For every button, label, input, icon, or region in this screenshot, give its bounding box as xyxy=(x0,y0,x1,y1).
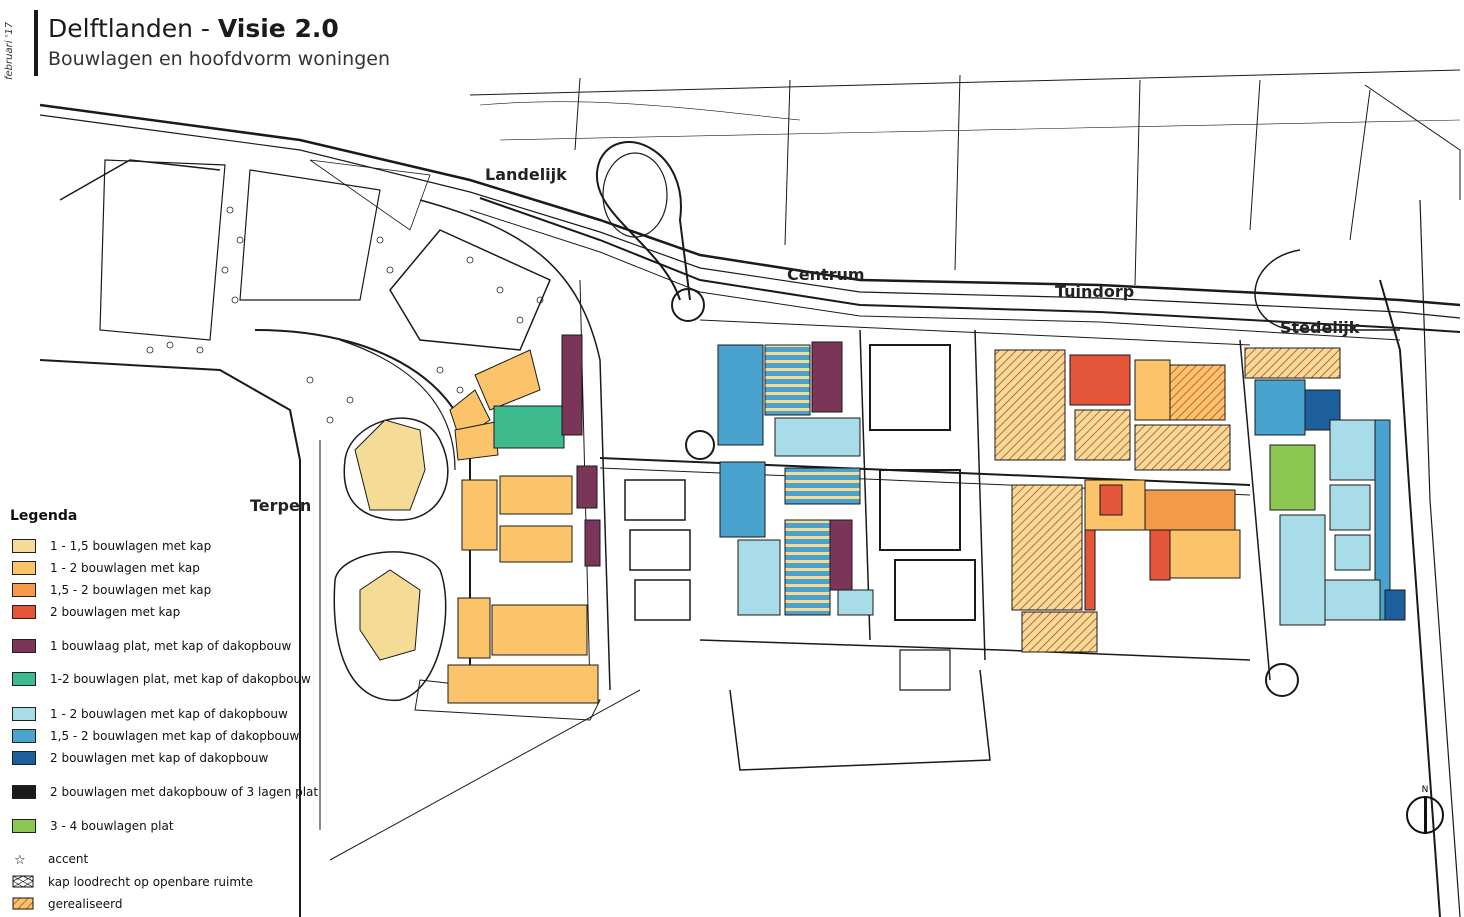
legend-symbol-item: ☆ accent xyxy=(12,851,88,867)
legend-item: 1,5 - 2 bouwlagen met kap of dakopbouw xyxy=(12,728,299,744)
tree-dots xyxy=(146,206,544,424)
hatched-swatch-icon xyxy=(12,897,34,910)
legend-item: 1 - 1,5 bouwlagen met kap xyxy=(12,538,211,554)
legend-swatch xyxy=(12,751,36,765)
district-terpen: Terpen xyxy=(250,496,311,515)
svg-text:☆: ☆ xyxy=(14,853,26,866)
legend-item: 2 bouwlagen met dakopbouw of 3 lagen pla… xyxy=(12,784,318,800)
legend-symbol-item: gerealiseerd xyxy=(12,896,122,912)
legend-label: 2 bouwlagen met kap xyxy=(50,605,181,619)
legend-label: 3 - 4 bouwlagen plat xyxy=(50,819,174,833)
legend-label: 1-2 bouwlagen plat, met kap of dakopbouw xyxy=(50,672,311,686)
north-arrow-icon: N xyxy=(1406,785,1444,834)
north-label: N xyxy=(1422,785,1429,795)
legend-swatch xyxy=(12,639,36,653)
legend-label: 1 - 1,5 bouwlagen met kap xyxy=(50,539,212,553)
legend-item: 2 bouwlagen met kap xyxy=(12,604,180,620)
page-subtitle: Bouwlagen en hoofdvorm woningen xyxy=(48,48,391,70)
star-icon: ☆ xyxy=(14,853,26,866)
title-part-2: Visie 2.0 xyxy=(217,14,339,43)
legend-label: 2 bouwlagen met kap of dakopbouw xyxy=(50,751,269,765)
legend-label: 1 bouwlaag plat, met kap of dakopbouw xyxy=(50,639,292,653)
legend-symbol-item: kap loodrecht op openbare ruimte xyxy=(12,874,253,890)
legend-label: 1 - 2 bouwlagen met kap of dakopbouw xyxy=(50,707,288,721)
legend-label: 1 - 2 bouwlagen met kap xyxy=(50,561,200,575)
legend-swatch xyxy=(12,819,36,833)
legend-swatch xyxy=(12,605,36,619)
legend-item: 1 - 2 bouwlagen met kap xyxy=(12,560,200,576)
legend-swatch xyxy=(12,539,36,553)
legend-swatch xyxy=(12,672,36,686)
legend-swatch xyxy=(12,707,36,721)
crosshatch-icon xyxy=(12,875,34,888)
legend-item: 3 - 4 bouwlagen plat xyxy=(12,818,174,834)
page-title: Delftlanden - Visie 2.0 xyxy=(48,14,339,43)
legend-label: 2 bouwlagen met dakopbouw of 3 lagen pla… xyxy=(50,785,319,799)
district-centrum: Centrum xyxy=(787,265,865,284)
legend-item: 1 - 2 bouwlagen met kap of dakopbouw xyxy=(12,706,288,722)
legend-label: 1,5 - 2 bouwlagen met kap xyxy=(50,583,212,597)
legend-item: 1 bouwlaag plat, met kap of dakopbouw xyxy=(12,638,291,654)
legend-item: 1-2 bouwlagen plat, met kap of dakopbouw xyxy=(12,671,311,687)
title-accent-bar xyxy=(34,10,38,76)
legend-title: Legenda xyxy=(10,508,78,524)
legend-swatch xyxy=(12,785,36,799)
district-landelijk: Landelijk xyxy=(485,165,567,184)
legend-swatch xyxy=(12,583,36,597)
title-part-1: Delftlanden - xyxy=(48,14,218,43)
district-tuindorp: Tuindorp xyxy=(1055,282,1134,301)
legend-label: 1,5 - 2 bouwlagen met kap of dakopbouw xyxy=(50,729,300,743)
legend-item: 1,5 - 2 bouwlagen met kap xyxy=(12,582,211,598)
legend-item: 2 bouwlagen met kap of dakopbouw xyxy=(12,750,268,766)
district-stedelijk: Stedelijk xyxy=(1280,318,1360,337)
legend-label: accent xyxy=(48,852,89,866)
building-blocks xyxy=(354,334,1406,704)
legend: Legenda xyxy=(10,508,340,538)
legend-label: gerealiseerd xyxy=(48,897,123,911)
legend-swatch xyxy=(12,729,36,743)
legend-label: kap loodrecht op openbare ruimte xyxy=(48,875,254,889)
legend-swatch xyxy=(12,561,36,575)
